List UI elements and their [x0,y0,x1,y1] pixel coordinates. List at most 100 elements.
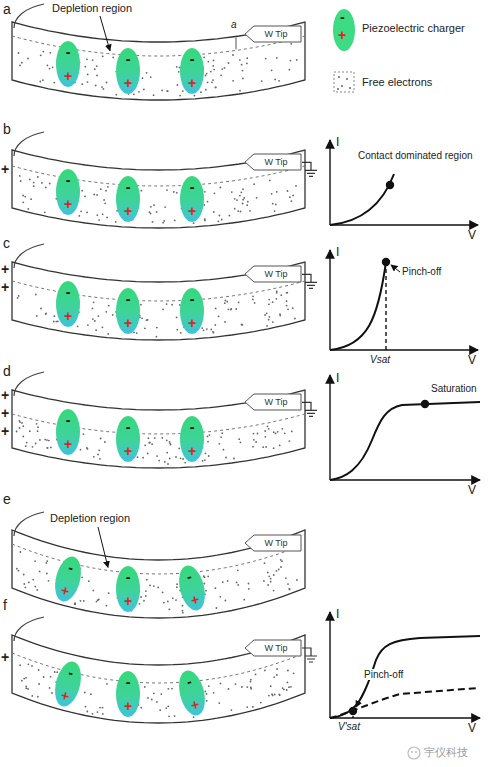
free-electron [18,52,20,54]
free-electron [22,195,24,197]
free-electron [285,577,287,579]
negative-charge: - [66,413,71,427]
free-electron [278,80,280,82]
ground-symbol [302,648,311,656]
free-electron [74,602,76,604]
drawing-part [341,85,343,87]
piezo-charger: -+ [55,280,81,328]
free-electron [278,569,280,571]
free-electron [40,54,42,56]
free-electron [208,61,210,63]
panel-letter: c [3,236,10,251]
free-electron [169,458,171,460]
free-electron [241,64,243,66]
free-electron [260,702,262,704]
legend-free-electrons-sample [334,72,354,92]
drawing-part [411,751,413,753]
free-electron [250,679,252,681]
depletion-boundary [12,414,305,434]
free-electron [148,442,150,444]
free-electron [228,688,230,690]
free-electron [264,314,266,316]
free-electron [204,691,206,693]
free-electron [239,195,241,197]
watermark-icon [408,747,420,759]
free-electron [215,587,217,589]
free-electron [270,581,272,583]
free-electron [18,295,20,297]
free-electron [107,186,109,188]
free-electron [208,455,210,457]
free-electron [281,560,283,562]
free-electron [292,195,294,197]
free-electron [37,426,39,428]
free-electron [74,603,76,605]
free-electron [52,66,54,68]
free-electron [246,57,248,59]
free-electron [19,175,21,177]
iv-curve [330,636,480,718]
free-electron [96,75,98,77]
free-electron [201,327,203,329]
panel-letter: a [3,2,11,17]
free-electron [279,445,281,447]
free-electron [105,311,107,313]
free-electron [235,308,237,310]
positive-charge: + [64,309,72,323]
free-electron [157,587,159,589]
w-tip: W Tip [244,265,302,283]
free-electron [288,686,290,688]
free-electron [140,707,142,709]
free-electron [268,299,270,301]
free-electron [161,437,163,439]
axis-label: V [468,354,476,367]
free-electron [43,676,45,678]
free-electron [275,204,277,206]
free-electron [28,663,30,665]
free-electron [224,321,226,323]
free-electron [144,444,146,446]
free-electron [35,294,37,296]
free-electron [167,601,169,603]
tip-label: W Tip [264,644,287,653]
free-electron [107,333,109,335]
free-electron [267,584,269,586]
free-electron [151,443,153,445]
positive-charge: + [188,76,196,90]
free-electron [102,55,104,57]
free-electron [33,182,35,184]
free-electron [224,67,226,69]
free-electron [221,68,223,70]
curve-label: Saturation [431,383,477,394]
free-electron [256,197,258,199]
free-electron [205,89,207,91]
free-electron [274,79,276,81]
piezo-charger: -+ [55,40,81,88]
curve-label: Pinch-off [362,669,405,680]
free-electron [146,72,148,74]
free-electron [204,576,206,578]
panel-letter: e [3,492,11,507]
positive-charge: + [124,76,132,90]
axis-label: I [336,246,339,259]
tip-label: W Tip [264,270,287,279]
free-electron [84,66,86,68]
free-electron [42,51,44,53]
charger-ellipse [116,288,140,334]
free-electron [55,321,57,323]
free-electron [48,580,50,582]
charger-ellipse [180,288,204,334]
charger-ellipse [116,566,140,612]
free-electron [235,683,237,685]
free-electron [218,220,220,222]
piezo-charger: -+ [179,287,205,335]
free-electron [213,692,215,694]
free-electron [274,694,276,696]
free-electron [276,570,278,572]
free-electron [171,304,173,306]
free-electron [151,699,153,701]
free-electron [19,65,21,67]
free-electron [158,460,160,462]
free-electron [166,90,168,92]
curve-label: Pinch-off [402,266,441,277]
